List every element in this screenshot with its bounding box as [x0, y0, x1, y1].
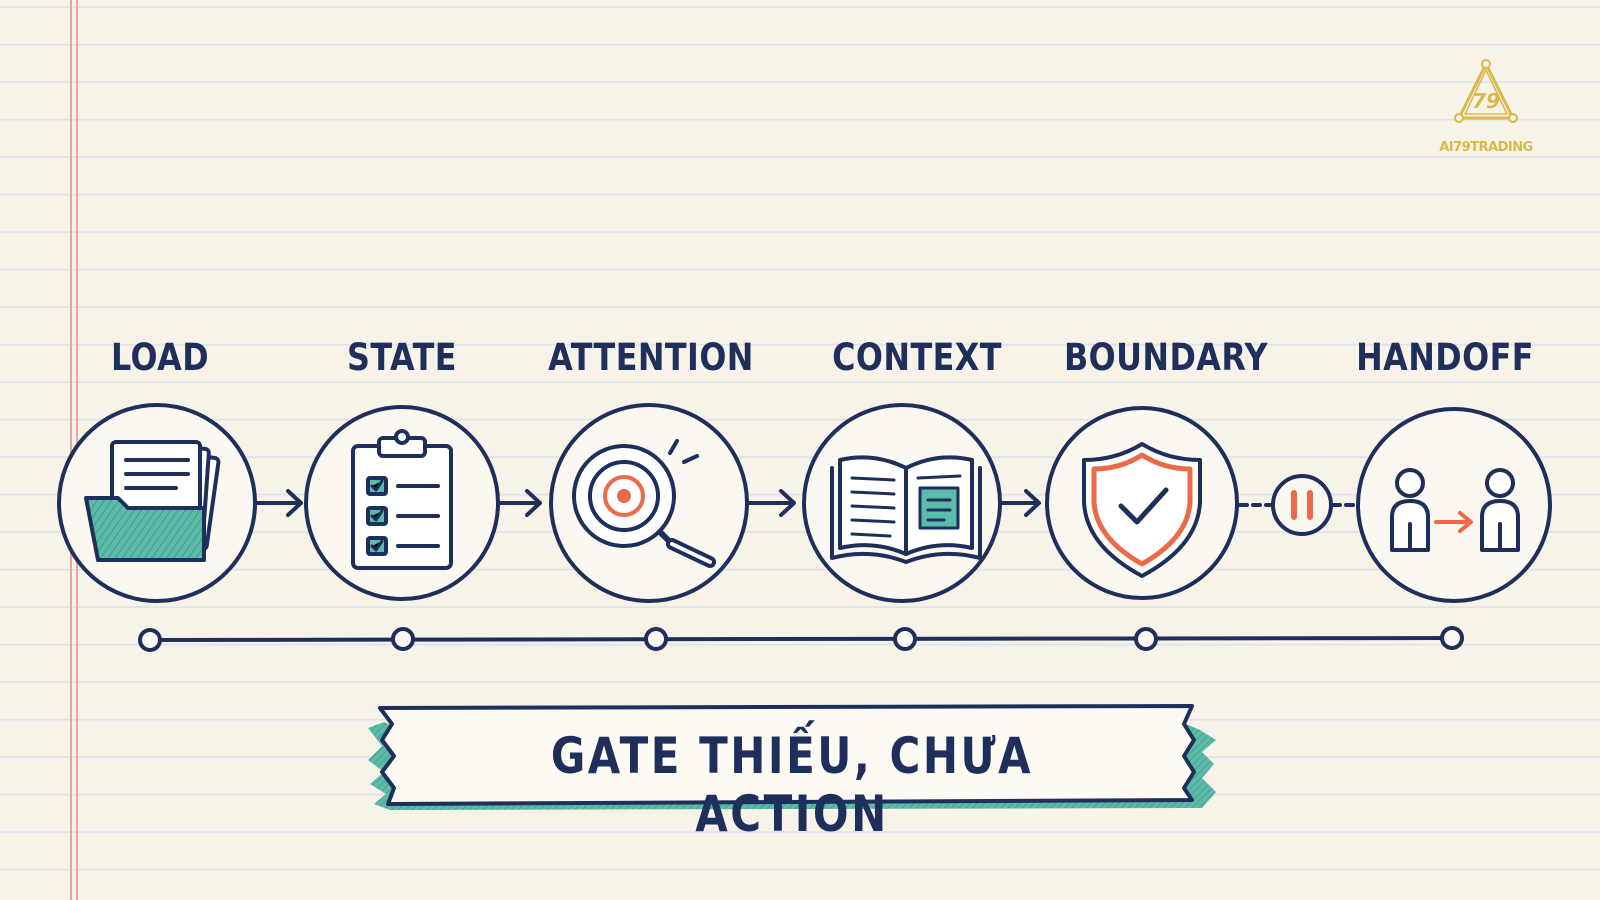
step-label-context: CONTEXT [832, 336, 1002, 379]
logo-text: AI79TRADING [1439, 140, 1533, 155]
step-label-attention: ATTENTION [548, 336, 754, 379]
arrow-icon [1000, 489, 1041, 517]
person-handoff-icon [1390, 468, 1520, 552]
open-book-icon [830, 455, 982, 564]
brand-logo: 79 AI79TRADING [1420, 58, 1552, 166]
logo-triangle-icon: 79 [1454, 59, 1518, 123]
pause-icon [1271, 474, 1333, 536]
arrow-icon [747, 489, 796, 517]
timeline-node [893, 627, 917, 651]
step-circle-handoff [1356, 407, 1552, 603]
folder-documents-icon [84, 440, 221, 562]
arrow-icon [255, 489, 303, 517]
step-label-state: STATE [347, 336, 457, 379]
status-banner: GATE THIẾU, CHƯA ACTION [366, 700, 1218, 843]
timeline-node [391, 627, 415, 651]
step-label-handoff: HANDOFF [1356, 336, 1534, 379]
timeline-node [644, 627, 668, 651]
step-label-boundary: BOUNDARY [1063, 336, 1269, 379]
step-label-load: LOAD [110, 336, 210, 379]
notebook-margin-line [70, 0, 72, 900]
clipboard-checklist-icon [351, 429, 453, 570]
timeline [138, 626, 1464, 652]
logo-mark: 79 [1472, 89, 1500, 113]
shield-check-icon [1082, 442, 1202, 578]
timeline-node [1440, 626, 1464, 650]
timeline-node [138, 628, 162, 652]
timeline-node [1134, 627, 1158, 651]
arrow-icon [498, 489, 542, 517]
banner-frame [368, 704, 1216, 810]
banner-text: GATE THIẾU, CHƯA ACTION [550, 727, 1034, 843]
target-magnifier-icon [572, 439, 716, 568]
